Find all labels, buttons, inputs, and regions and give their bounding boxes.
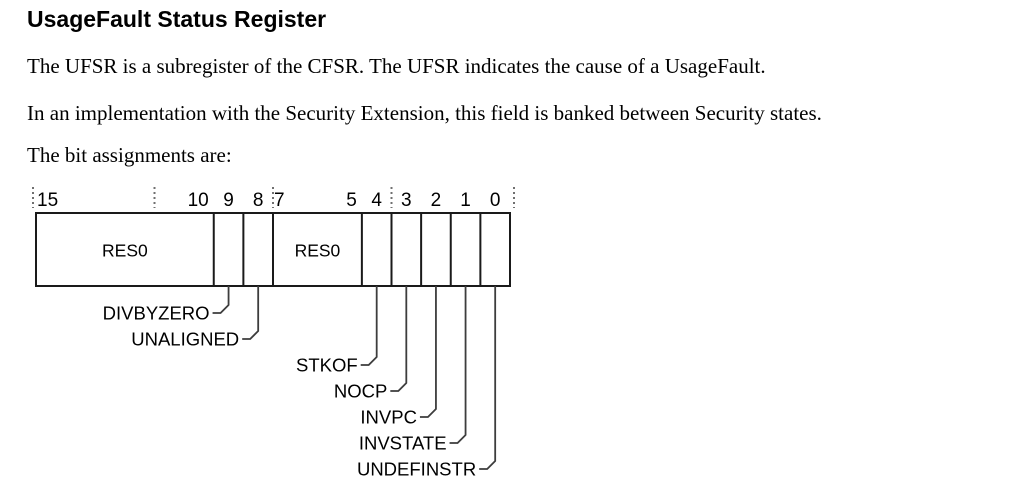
- callout-leader-undefinstr: [479, 286, 497, 470]
- paragraph-bit-assignments-lead: The bit assignments are:: [27, 143, 232, 167]
- callout-label-stkof: STKOF: [296, 355, 358, 376]
- bit-number: 1: [460, 190, 471, 211]
- callout-label-divbyzero: DIVBYZERO: [103, 303, 210, 324]
- callout-leader-invpc: [419, 286, 437, 418]
- callout-label-nocp: NOCP: [334, 381, 387, 402]
- callout-label-invpc: INVPC: [360, 407, 417, 428]
- paragraph-ufsr-description: The UFSR is a subregister of the CFSR. T…: [27, 54, 766, 78]
- bit-number: 2: [431, 190, 442, 211]
- paragraph-security-extension: In an implementation with the Security E…: [27, 101, 822, 125]
- callout-label-unaligned: UNALIGNED: [131, 329, 239, 350]
- bit-number: 3: [401, 190, 412, 211]
- page-title: UsageFault Status Register: [27, 6, 327, 32]
- bit-number: 9: [223, 190, 234, 211]
- callout-label-undefinstr: UNDEFINSTR: [357, 459, 476, 480]
- bit-number: 7: [274, 190, 285, 211]
- bit-number: 5: [346, 190, 357, 211]
- bit-number: 15: [37, 190, 58, 211]
- callout-leader-nocp: [390, 286, 408, 392]
- bit-number: 0: [490, 190, 501, 211]
- bit-number: 10: [188, 190, 209, 211]
- bit-number: 4: [371, 190, 382, 211]
- callout-leader-divbyzero: [212, 286, 230, 314]
- callout-leader-invstate: [449, 286, 467, 444]
- callout-leader-stkof: [360, 286, 378, 366]
- bit-number: 8: [253, 190, 264, 211]
- callout-label-invstate: INVSTATE: [359, 433, 447, 454]
- cell-label-res0: RES0: [102, 241, 148, 261]
- callout-leader-unaligned: [242, 286, 260, 340]
- cell-label-res0: RES0: [295, 241, 341, 261]
